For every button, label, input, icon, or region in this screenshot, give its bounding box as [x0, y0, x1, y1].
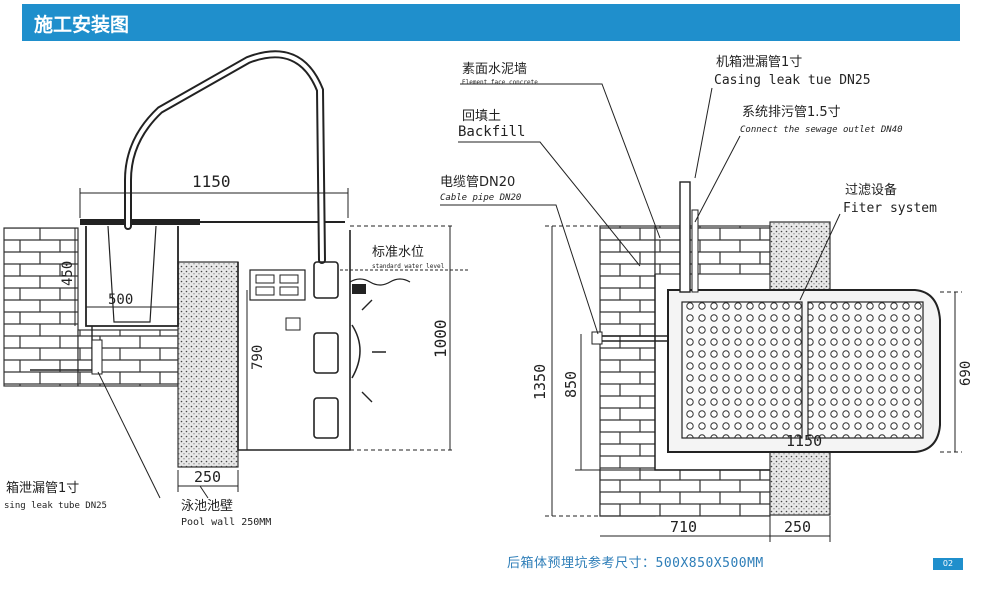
right-view — [440, 83, 962, 542]
dim-1150-right: 1150 — [786, 432, 822, 450]
facing-en: Element face concrete — [462, 79, 538, 86]
drain-pipe — [91, 339, 103, 375]
pool-wall-section — [177, 261, 239, 468]
water-level-en: standard water level — [372, 263, 445, 270]
deck-slab — [80, 219, 200, 225]
back-box — [85, 226, 179, 327]
footer-note: 后箱体预埋坑参考尺寸：500X850X500MM — [507, 556, 764, 571]
concrete-top — [769, 221, 831, 295]
pool-wall-cn: 泳池池壁 — [181, 499, 233, 514]
right-brick-top — [654, 225, 771, 275]
left-brick-wall — [3, 227, 79, 387]
facing-cn: 素面水泥墙 — [462, 62, 527, 77]
filter-en: Fiter system — [843, 201, 937, 216]
unit-body — [237, 230, 351, 451]
backfill-en: Backfill — [458, 124, 525, 140]
handrail-inner — [126, 52, 324, 262]
right-brick-left — [599, 225, 656, 517]
leak-pipe-en: sing leak tube DN25 — [4, 501, 107, 511]
inlet-bottom — [313, 397, 339, 439]
concrete-bottom — [769, 444, 831, 516]
water-level-cn: 标准水位 — [372, 245, 424, 260]
leak-cn: 机箱泄漏管1寸 — [716, 54, 802, 70]
box-inner — [107, 225, 157, 323]
cable-en: Cable pipe DN20 — [440, 193, 521, 203]
dim-710: 710 — [670, 518, 697, 536]
pool-wall-en: Pool wall 250MM — [181, 517, 271, 528]
left-view — [3, 50, 470, 499]
leak-pipe-cn: 箱泄漏管1寸 — [6, 480, 79, 496]
control-panel — [249, 269, 306, 301]
filter-panel-right — [807, 301, 924, 439]
backfill-cn: 回填土 — [462, 109, 501, 124]
right-brick-bottom — [599, 469, 771, 517]
inlet-mid — [313, 332, 339, 374]
dim-1150-left: 1150 — [192, 172, 231, 191]
cable-pipe — [591, 331, 603, 345]
dim-1350: 1350 — [531, 364, 549, 400]
light-icon — [351, 324, 361, 379]
dim-790: 790 — [250, 345, 266, 370]
dim-250-left: 250 — [194, 468, 221, 486]
dim-250-right: 250 — [784, 518, 811, 536]
page-badge: 02 — [933, 558, 963, 570]
filter-cn: 过滤设备 — [845, 182, 897, 198]
title-banner: 施工安装图 — [22, 4, 960, 41]
sewage-cn: 系统排污管1.5寸 — [742, 105, 841, 120]
filter-panel-left — [681, 301, 803, 439]
handrail-outer — [124, 50, 326, 264]
dim-1000: 1000 — [431, 319, 450, 358]
leak-en: Casing leak tue DN25 — [714, 73, 871, 88]
dim-850: 850 — [562, 371, 580, 398]
page-title: 施工安装图 — [34, 14, 130, 36]
dim-450: 450 — [60, 261, 76, 286]
dim-690: 690 — [958, 361, 974, 386]
sewage-en: Connect the sewage outlet DN40 — [740, 125, 903, 135]
inlet-top — [313, 261, 339, 299]
cable-cn: 电缆管DN20 — [440, 174, 515, 190]
dim-500: 500 — [108, 292, 133, 308]
leak-pipe-vertical — [679, 181, 691, 293]
